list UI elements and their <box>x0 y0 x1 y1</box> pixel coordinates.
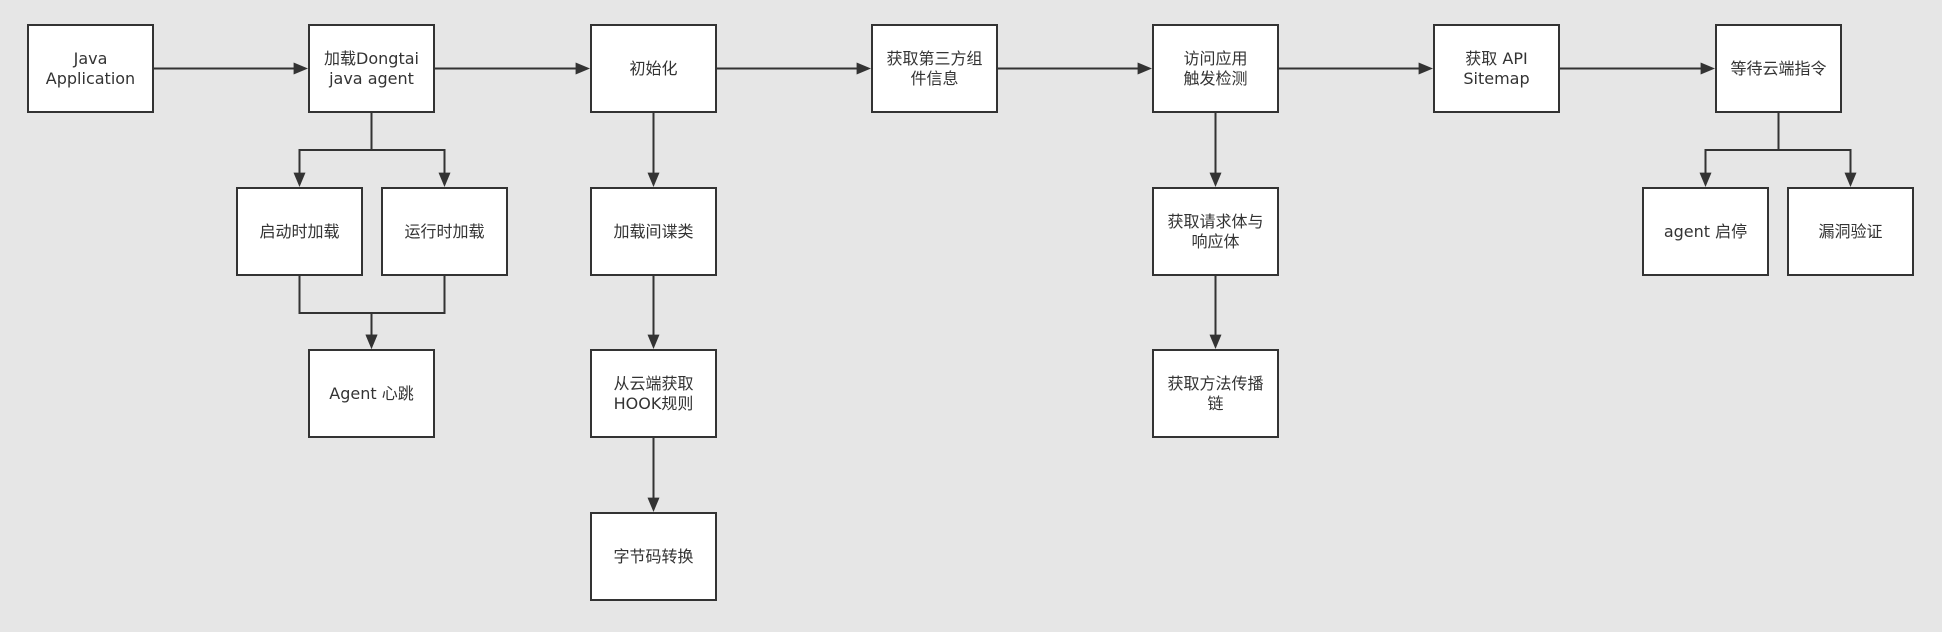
node-box <box>1152 349 1279 438</box>
arrow-head <box>647 334 660 349</box>
node-label: Sitemap <box>1463 69 1529 88</box>
node-box <box>308 349 435 438</box>
arrow-head <box>1418 62 1433 75</box>
node-label: 启动时加载 <box>259 222 339 241</box>
node-label: 件信息 <box>910 69 958 88</box>
node-box <box>1642 187 1769 276</box>
node-box <box>590 187 717 276</box>
node-label: 获取第三方组 <box>886 49 982 68</box>
node-box <box>1715 24 1842 113</box>
node-label: agent 启停 <box>1664 222 1747 241</box>
edge-load-agent-to-startup-load <box>298 113 373 175</box>
arrow-head <box>1209 172 1222 187</box>
node-box <box>1152 24 1279 113</box>
node-label: 初始化 <box>629 59 677 78</box>
node-box <box>1433 24 1560 113</box>
node-label: 触发检测 <box>1183 69 1247 88</box>
arrow-head <box>1209 334 1222 349</box>
arrow-head <box>1699 172 1712 187</box>
node-startup-load: 启动时加载 <box>236 187 363 276</box>
arrow-head <box>365 334 378 349</box>
node-label: Agent 心跳 <box>329 384 413 403</box>
node-label: 获取请求体与 <box>1167 212 1263 231</box>
edge-load-agent-to-runtime-load <box>370 113 446 175</box>
arrow-head <box>293 172 306 187</box>
connectors <box>154 62 1857 512</box>
node-box <box>590 512 717 601</box>
arrow-head <box>856 62 871 75</box>
arrow-head <box>293 62 308 75</box>
edge-wait-cloud-to-vuln-verify <box>1777 113 1852 175</box>
node-label: 漏洞验证 <box>1818 222 1882 241</box>
arrow-head <box>575 62 590 75</box>
node-label: 链 <box>1207 394 1223 413</box>
node-label: 字节码转换 <box>613 547 693 566</box>
node-label: java agent <box>328 69 414 88</box>
arrow-head <box>647 497 660 512</box>
node-init: 初始化 <box>590 24 717 113</box>
node-vuln-verify: 漏洞验证 <box>1787 187 1914 276</box>
edge-runtime-load-to-heartbeat <box>370 276 446 337</box>
node-box <box>381 187 508 276</box>
edge-wait-cloud-to-agent-startstop <box>1704 113 1780 175</box>
node-label: 获取 API <box>1465 49 1527 68</box>
node-box <box>871 24 998 113</box>
node-label: Java <box>73 49 108 68</box>
arrow-head <box>1137 62 1152 75</box>
node-label: 加载间谍类 <box>613 222 693 241</box>
node-wait-cloud: 等待云端指令 <box>1715 24 1842 113</box>
arrow-head <box>1700 62 1715 75</box>
node-label: Application <box>46 69 135 88</box>
node-runtime-load: 运行时加载 <box>381 187 508 276</box>
node-heartbeat: Agent 心跳 <box>308 349 435 438</box>
node-box <box>1787 187 1914 276</box>
node-label: 响应体 <box>1191 232 1239 251</box>
arrow-head <box>438 172 451 187</box>
node-box <box>1152 187 1279 276</box>
node-label: 运行时加载 <box>404 222 484 241</box>
node-label: 访问应用 <box>1183 49 1247 68</box>
node-box <box>308 24 435 113</box>
node-box <box>590 24 717 113</box>
node-load-spy: 加载间谍类 <box>590 187 717 276</box>
node-box <box>590 349 717 438</box>
arrow-head <box>1844 172 1857 187</box>
node-label: 等待云端指令 <box>1730 59 1826 78</box>
node-bytecode: 字节码转换 <box>590 512 717 601</box>
node-box <box>27 24 154 113</box>
node-label: HOOK规则 <box>614 394 694 413</box>
node-label: 获取方法传播 <box>1167 374 1263 393</box>
edge-startup-load-to-heartbeat <box>298 276 373 337</box>
node-label: 加载Dongtai <box>324 49 419 68</box>
node-box <box>236 187 363 276</box>
node-agent-startstop: agent 启停 <box>1642 187 1769 276</box>
node-label: 从云端获取 <box>613 374 693 393</box>
arrow-head <box>647 172 660 187</box>
